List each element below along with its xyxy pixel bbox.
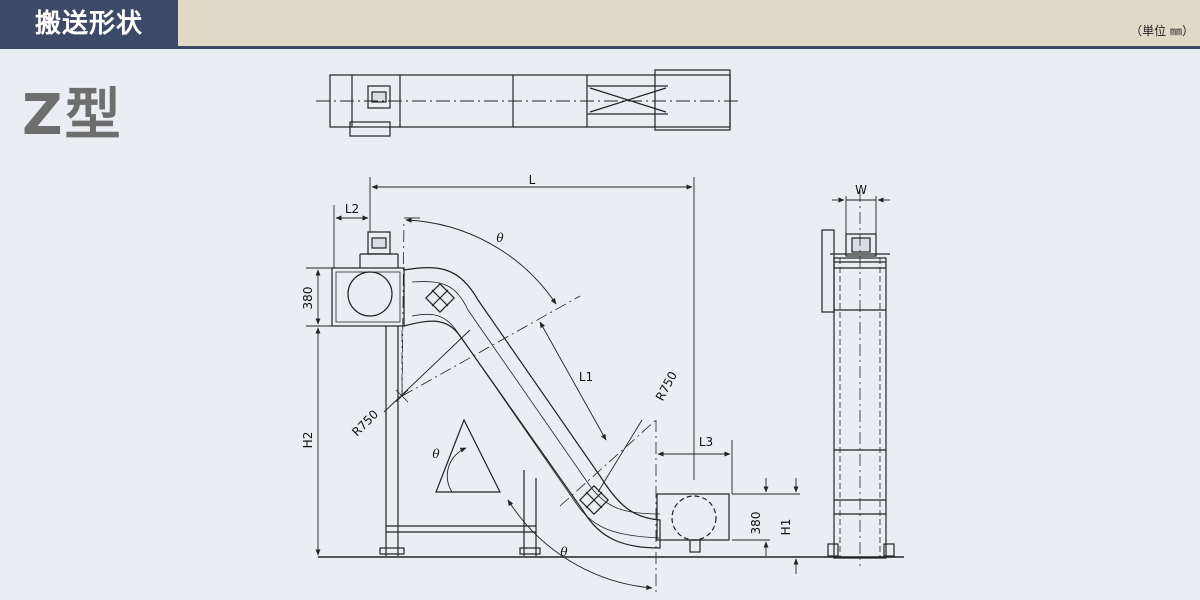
header-band [0,0,1200,46]
label-380-bottom: 380 [749,512,763,535]
label-L3: L3 [699,435,713,449]
label-R750-upper: R750 [349,407,381,439]
section-title: 搬送形状 [0,0,178,49]
construction-lines [401,219,657,596]
type-title: Z型 [22,83,123,148]
label-theta-lower: θ [560,545,568,559]
plan-view [316,69,742,137]
label-W: W [855,183,867,197]
header-rule [0,46,1200,49]
end-view [821,190,895,566]
label-380-top: 380 [301,287,315,310]
label-theta-gauge: θ [432,447,440,461]
label-H1: H1 [779,519,793,536]
label-H2: H2 [301,432,315,449]
label-L2: L2 [345,202,359,216]
label-L1: L1 [579,370,593,384]
label-R750-lower: R750 [653,369,680,403]
label-theta-upper: θ [496,231,504,245]
unit-note: （単位 ㎜） [1130,24,1194,38]
side-view [318,231,904,558]
dimension-lines [306,177,800,591]
label-L: L [529,173,536,187]
